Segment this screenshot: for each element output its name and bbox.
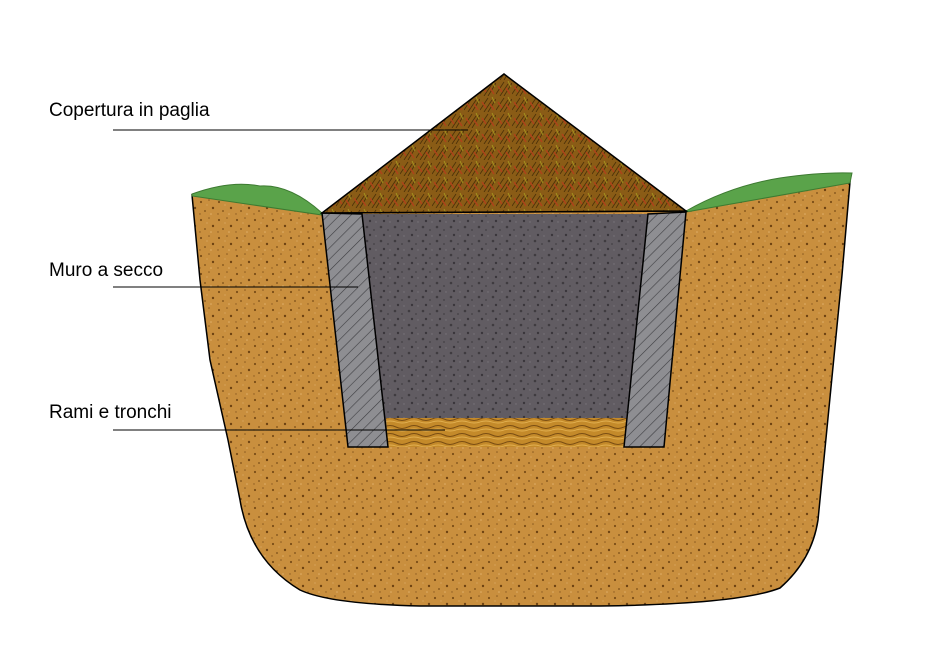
label-branches-and-logs: Rami e tronchi	[49, 402, 172, 423]
label-straw-roof: Copertura in paglia	[49, 100, 210, 121]
dry-stone-wall-right	[623, 211, 687, 448]
grass-left	[191, 183, 323, 216]
label-dry-stone-wall: Muro a secco	[49, 260, 164, 281]
straw-roof	[319, 73, 689, 214]
pit-interior	[362, 214, 648, 447]
branches-layer	[386, 418, 628, 447]
grass-right	[685, 172, 853, 213]
dry-stone-wall-left	[321, 212, 389, 448]
